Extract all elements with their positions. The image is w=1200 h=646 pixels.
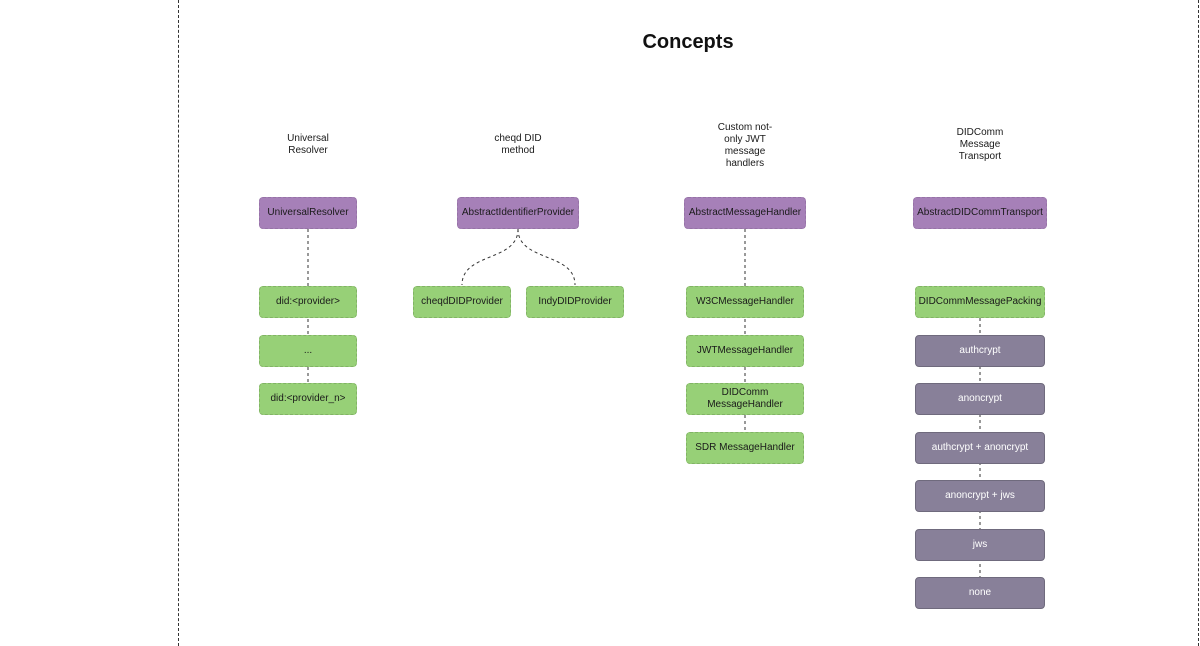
node-mode-authcrypt-anoncrypt[interactable]: authcrypt + anoncrypt [915,432,1045,464]
node-mode-anoncrypt[interactable]: anoncrypt [915,383,1045,415]
node-didcomm-message-packing[interactable]: DIDCommMessagePacking [915,286,1045,318]
diagram-title: Concepts [642,31,734,53]
node-mode-jws[interactable]: jws [915,529,1045,561]
node-didcomm-message-handler[interactable]: DIDComm MessageHandler [686,383,804,415]
node-abstract-didcomm-transport[interactable]: AbstractDIDCommTransport [913,197,1047,229]
node-ellipsis[interactable]: ... [259,335,357,367]
node-cheqd-did-provider[interactable]: cheqdDIDProvider [413,286,511,318]
node-universal-resolver[interactable]: UniversalResolver [259,197,357,229]
node-indy-did-provider[interactable]: IndyDIDProvider [526,286,624,318]
node-mode-none[interactable]: none [915,577,1045,609]
label-line: DIDComm [956,127,1004,138]
left-boundary-line [178,0,179,646]
node-sdr-message-handler[interactable]: SDR MessageHandler [686,432,804,464]
node-did-provider-n[interactable]: did:<provider_n> [259,383,357,415]
node-did-provider[interactable]: did:<provider> [259,286,357,318]
node-jwt-message-handler[interactable]: JWTMessageHandler [686,335,804,367]
column-label-cheqd: cheqd DID method [468,133,568,157]
node-mode-authcrypt[interactable]: authcrypt [915,335,1045,367]
column-label-universal-resolver: Universal Resolver [258,133,358,157]
column-label-didcomm: DIDComm Message Transport [930,127,1030,163]
label-line: only JWT [724,134,766,145]
label-line: message [724,146,766,157]
label-line: Custom not- [717,122,773,133]
label-line: method [501,145,535,156]
label-line: Universal [287,133,329,144]
label-line: handlers [725,158,765,169]
node-abstract-identifier-provider[interactable]: AbstractIdentifierProvider [457,197,579,229]
column-label-handlers: Custom not- only JWT message handlers [695,122,795,170]
right-boundary-line [1198,0,1199,646]
label-line: Transport [958,151,1002,162]
node-abstract-message-handler[interactable]: AbstractMessageHandler [684,197,806,229]
node-mode-anoncrypt-jws[interactable]: anoncrypt + jws [915,480,1045,512]
connector-cheqd-left [461,228,519,286]
label-line: Resolver [288,145,328,156]
label-line: Message [959,139,1001,150]
label-line: cheqd DID [494,133,542,144]
node-w3c-message-handler[interactable]: W3CMessageHandler [686,286,804,318]
connector-cheqd-right [517,228,576,286]
